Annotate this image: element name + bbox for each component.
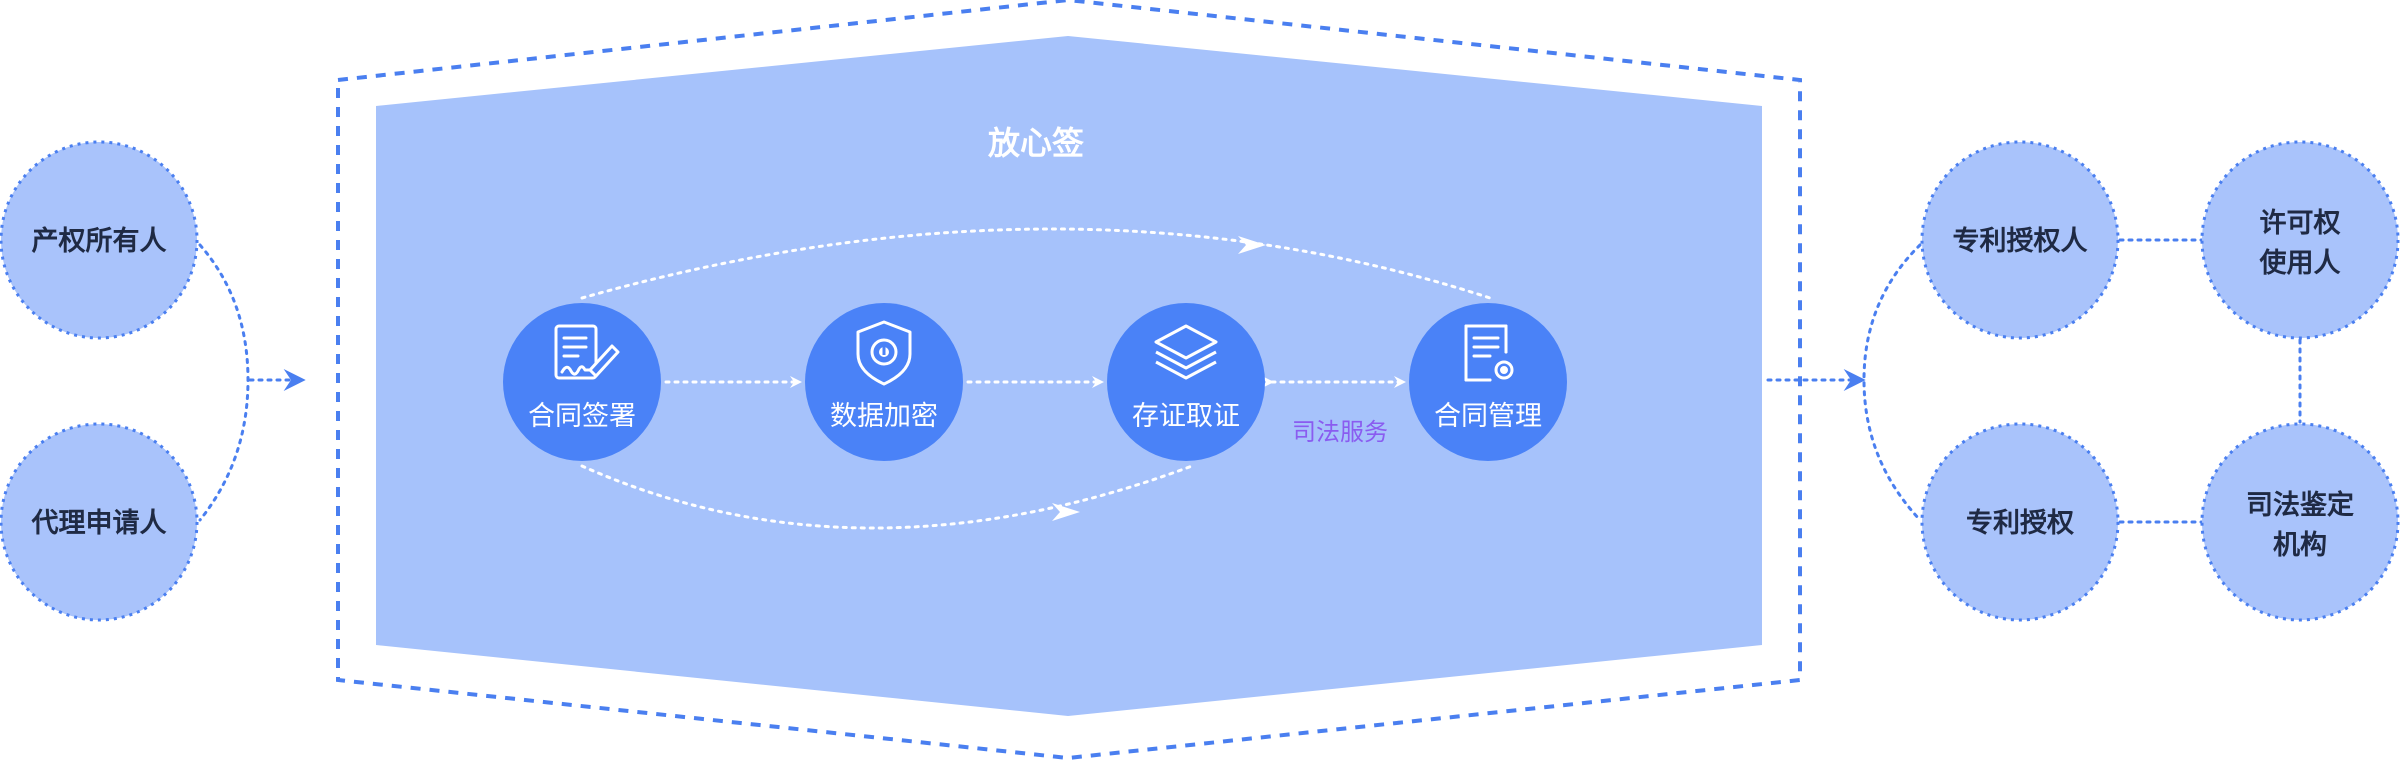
party-label: 代理申请人 [31, 508, 167, 539]
judicial-service-annotation: 司法服务 [1292, 418, 1388, 446]
step-label: 存证取证 [1132, 401, 1240, 432]
right-party-licensee: 许可权 使用人 [2200, 140, 2400, 340]
step-label: 数据加密 [830, 401, 938, 432]
contract-sign-icon [554, 324, 620, 380]
document-gear-icon [1464, 324, 1514, 382]
left-bracket-connector [198, 243, 250, 522]
step-label: 合同管理 [1434, 401, 1542, 432]
step-node-data-encryption[interactable]: 数据加密 [805, 303, 963, 461]
platform-title: 放心签 [988, 124, 1084, 162]
party-label: 产权所有人 [32, 226, 167, 257]
left-party-agent: 代理申请人 [0, 422, 199, 622]
top-arc-arrowhead [1238, 236, 1266, 254]
platform-dashed-border [336, 0, 1802, 760]
right-party-patent-grantor: 专利授权人 [1920, 140, 2120, 340]
top-arc-path [580, 227, 1492, 300]
step-node-evidence-storage[interactable]: 存证取证 [1107, 303, 1265, 461]
step-label: 合同签署 [528, 401, 636, 432]
party-label-line-1: 司法鉴定 [2246, 489, 2354, 521]
party-label-line-1: 许可权 [2260, 208, 2341, 239]
bottom-arc-path [580, 464, 1194, 530]
party-label: 专利授权人 [1953, 226, 2088, 257]
party-label: 专利授权 [1966, 508, 2074, 539]
step-node-contract-sign[interactable]: 合同签署 [503, 303, 661, 461]
left-party-owner: 产权所有人 [0, 140, 199, 340]
step-node-contract-management[interactable]: 合同管理 [1409, 303, 1567, 461]
layers-icon [1154, 324, 1218, 380]
party-label-line-2: 使用人 [2259, 248, 2341, 279]
shield-lock-icon [856, 320, 912, 386]
platform-panel [376, 36, 1762, 716]
bottom-arc-arrowhead [1052, 503, 1080, 521]
right-party-patent-license: 专利授权 [1920, 422, 2120, 622]
party-label-line-2: 机构 [2273, 530, 2327, 561]
right-party-judicial-appraisal: 司法鉴定 机构 [2200, 422, 2400, 622]
right-bracket-connector [1862, 243, 1922, 522]
